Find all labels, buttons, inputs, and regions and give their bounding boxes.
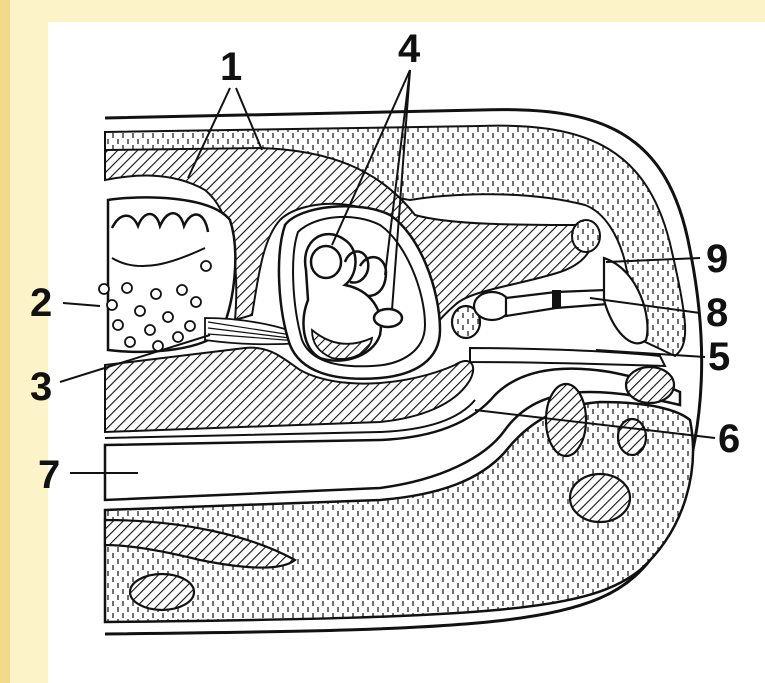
callout-7: 7 (38, 453, 60, 497)
upper-ossicle-knob (572, 220, 600, 252)
bone-section-2 (626, 367, 674, 403)
callout-1: 1 (220, 45, 242, 89)
callout-9: 9 (706, 237, 728, 281)
callout-8: 8 (706, 291, 728, 335)
ossicle-body (474, 292, 510, 320)
bone-section-3 (618, 419, 646, 455)
callout-4: 4 (398, 27, 421, 71)
callout-5: 5 (708, 335, 730, 379)
labyrinth-ampulla (311, 246, 341, 278)
callout-3: 3 (30, 365, 52, 409)
callout-6: 6 (718, 417, 740, 461)
callout-2: 2 (30, 281, 52, 325)
labyrinth-window (374, 309, 402, 327)
lower-bone-section (130, 574, 194, 610)
ossicle-joint (552, 290, 561, 308)
bone-section-4 (570, 474, 630, 522)
